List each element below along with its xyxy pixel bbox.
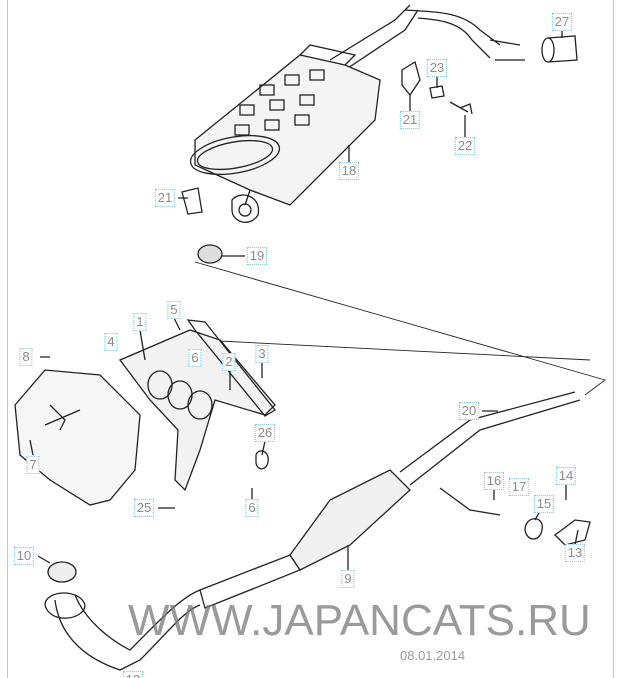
- callout-16[interactable]: 16: [483, 472, 505, 490]
- callout-8[interactable]: 8: [19, 348, 33, 366]
- callout-6-upper[interactable]: 6: [188, 349, 202, 367]
- callout-15[interactable]: 15: [533, 495, 555, 513]
- part-26-gasket: [255, 450, 269, 470]
- callout-13[interactable]: 13: [564, 544, 586, 562]
- callout-9[interactable]: 9: [341, 570, 355, 588]
- callout-21[interactable]: 21: [399, 111, 421, 129]
- callout-5[interactable]: 5: [167, 301, 181, 319]
- part-22-bolt: [449, 101, 473, 115]
- callout-14[interactable]: 14: [555, 467, 577, 485]
- part-1-exhaust-manifold: [118, 319, 276, 492]
- guide-line: [194, 261, 606, 396]
- part-23: [429, 85, 445, 99]
- part-18-muffler: [189, 44, 381, 223]
- callout-25[interactable]: 25: [133, 499, 155, 517]
- part-19-ring: [197, 244, 223, 264]
- callout-7[interactable]: 7: [26, 456, 40, 474]
- callout-17[interactable]: 17: [508, 478, 530, 496]
- callout-21-left[interactable]: 21: [154, 189, 176, 207]
- leader-lines: [29, 30, 579, 571]
- callout-4[interactable]: 4: [104, 333, 118, 351]
- callout-1[interactable]: 1: [133, 313, 147, 331]
- diagram-frame: [7, 0, 614, 678]
- callout-2[interactable]: 2: [222, 353, 236, 371]
- part-7-heat-shield: [14, 369, 141, 506]
- callout-3[interactable]: 3: [255, 345, 269, 363]
- part-9-catalytic-converter: [199, 391, 581, 609]
- part-12-front-pipe: [54, 589, 201, 671]
- watermark: WWW.JAPANCATS.RU: [128, 596, 591, 645]
- callout-22[interactable]: 22: [454, 137, 476, 155]
- callout-6-lower[interactable]: 6: [245, 499, 259, 517]
- tail-pipe: [329, 4, 525, 71]
- callout-10[interactable]: 10: [13, 547, 35, 565]
- callout-26[interactable]: 26: [254, 424, 276, 442]
- part-10-gasket: [47, 561, 77, 583]
- part-21-hanger: [181, 187, 203, 215]
- part-21-hanger: [401, 60, 421, 97]
- callout-18[interactable]: 18: [338, 162, 360, 180]
- callout-20[interactable]: 20: [458, 402, 480, 420]
- callout-19[interactable]: 19: [246, 247, 268, 265]
- callout-12[interactable]: 12: [122, 671, 144, 678]
- part-13-bracket: [554, 519, 591, 546]
- part-15-hanger: [524, 518, 543, 540]
- callout-23[interactable]: 23: [426, 59, 448, 77]
- watermark-date: 08.01.2014: [400, 648, 466, 663]
- part-27-sleeve: [541, 35, 578, 63]
- callout-27[interactable]: 27: [551, 13, 573, 31]
